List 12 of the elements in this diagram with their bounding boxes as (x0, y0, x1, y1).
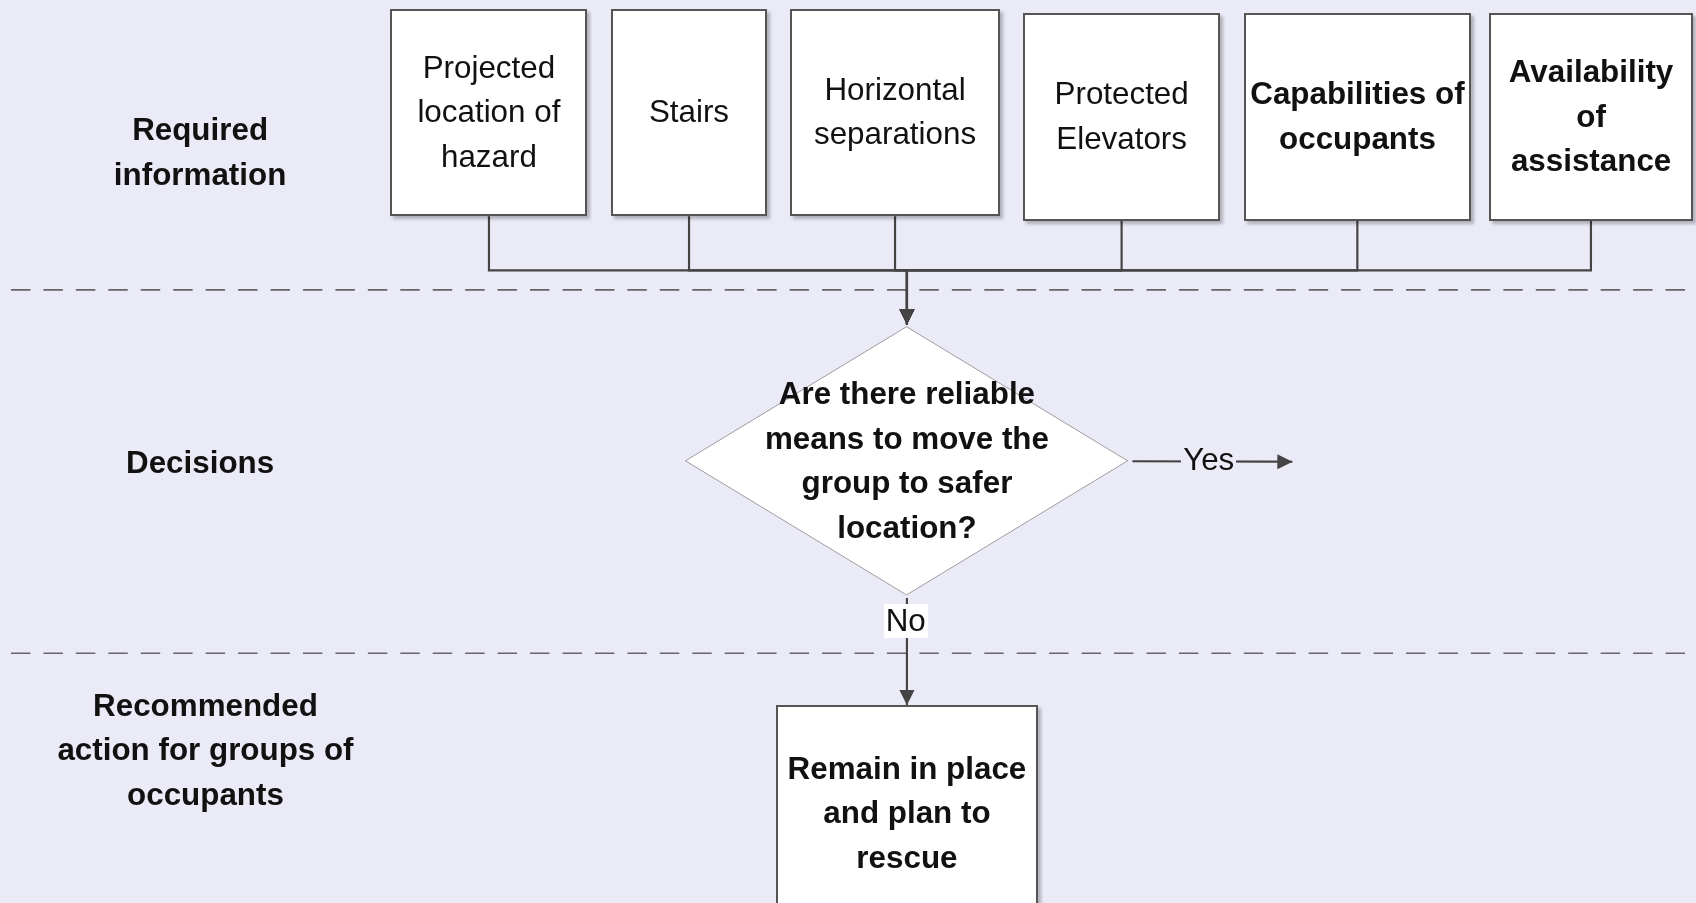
process-box: Projected location of hazard (390, 8, 588, 217)
lane-label: Required information (112, 111, 288, 194)
arrow (899, 220, 1593, 325)
process-box: Capabilities of occupants (1243, 12, 1471, 221)
process-box: Remain in place and plan to rescue (775, 705, 1039, 903)
process-box: Protected Elevators (1023, 12, 1221, 221)
edge-label: No (883, 603, 928, 639)
process-box: Availability of assistance (1489, 12, 1693, 221)
lane-label: Decisions (125, 444, 276, 483)
process-box: Horizontal separations (789, 8, 1001, 217)
lane-label: Recommended action for groups of occupants (56, 686, 355, 814)
process-box: Stairs (611, 8, 767, 217)
